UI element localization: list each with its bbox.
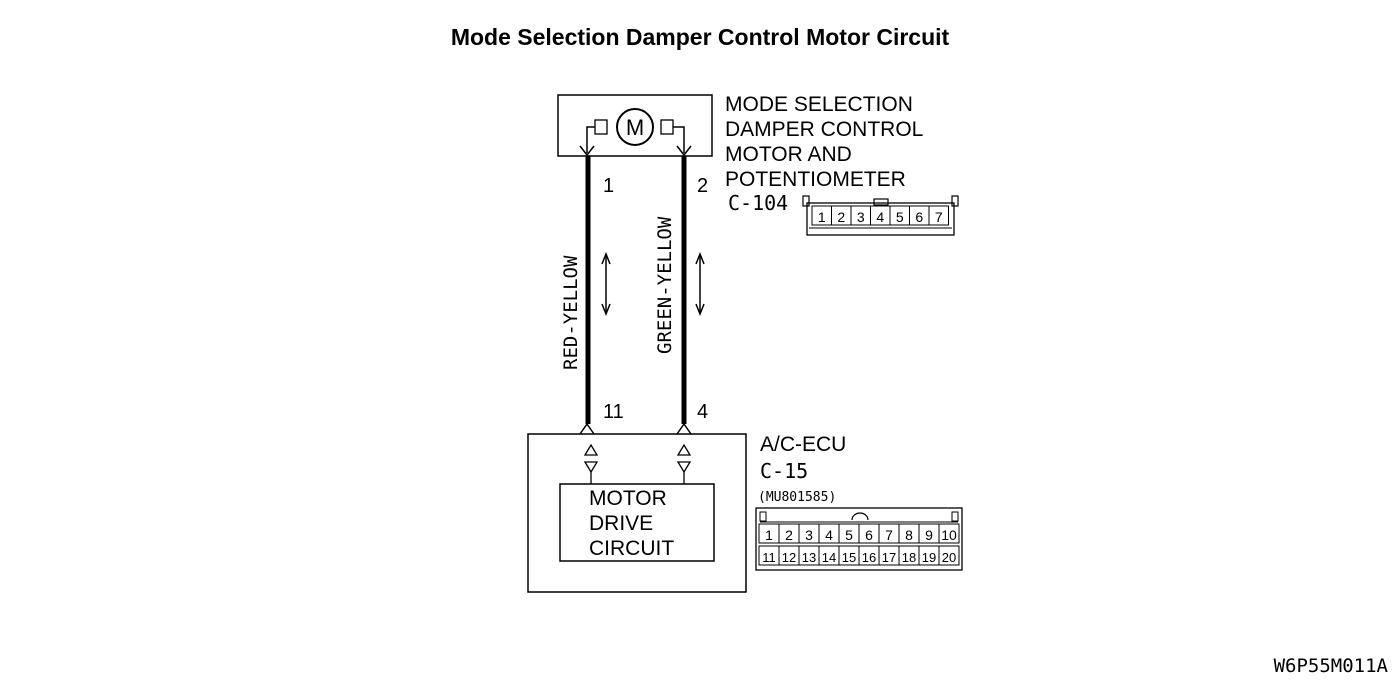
motor-component-box: [557, 94, 713, 157]
connector-pin-number: 7: [885, 527, 893, 543]
connector-pin-number: 2: [785, 527, 793, 543]
connector-pin-number: 1: [818, 209, 826, 225]
motor-drive-circuit-line-3: CIRCUIT: [589, 537, 674, 560]
connector-pin-number: 10: [941, 527, 957, 543]
pin-label-1: 1: [603, 175, 614, 197]
bidirectional-arrow-icon: [695, 251, 705, 317]
connector-pin-number: 9: [925, 527, 933, 543]
connector-pin-number: 20: [942, 550, 956, 565]
connector-pin-number: 15: [842, 550, 856, 565]
wire-color-green-yellow: GREEN-YELLOW: [654, 216, 676, 354]
diagram-title: Mode Selection Damper Control Motor Circ…: [450, 24, 950, 50]
motor-name-line-2: DAMPER CONTROL: [725, 118, 923, 141]
bidirectional-arrow-icon: [601, 251, 611, 317]
pin-label-2: 2: [697, 175, 708, 197]
motor-name-line-4: POTENTIOMETER: [725, 168, 906, 191]
connector-pin-number: 6: [865, 527, 873, 543]
connector-pin-number: 5: [896, 209, 904, 225]
connector-pin-number: 17: [882, 550, 896, 565]
connector-pin-cell: [938, 523, 960, 544]
ecu-box: [527, 433, 747, 593]
motor-symbol-letter: M: [626, 115, 644, 140]
connector-pin-number: 6: [915, 209, 923, 225]
connector-pin-number: 3: [805, 527, 813, 543]
motor-drive-circuit-box: [559, 483, 715, 562]
connector-pin-number: 13: [802, 550, 816, 565]
connector-id-c104: C-104: [728, 191, 788, 215]
motor-name-line-3: MOTOR AND: [725, 143, 852, 166]
connector-pin-cell: [928, 205, 949, 226]
pin-label-11: 11: [603, 401, 624, 423]
ecu-part-number: (MU801585): [758, 490, 836, 505]
ecu-name: A/C-ECU: [760, 433, 846, 456]
connector-id-c15: C-15: [760, 459, 808, 483]
connector-pin-cell: [938, 545, 960, 566]
connector-pin-number: 19: [922, 550, 936, 565]
signal-direction-icon: [583, 443, 692, 484]
pin-label-4: 4: [697, 401, 708, 423]
connector-pin-number: 8: [905, 527, 913, 543]
connector-pin-number: 5: [845, 527, 853, 543]
motor-drive-circuit-line-1: MOTOR: [589, 487, 667, 510]
motor-drive-circuit-line-2: DRIVE: [589, 512, 653, 535]
connector-pin-number: 12: [782, 550, 796, 565]
connector-pin-number: 4: [876, 209, 884, 225]
motor-name-line-1: MODE SELECTION: [725, 93, 913, 116]
connector-pin-number: 2: [837, 209, 845, 225]
connector-pin-number: 1: [765, 527, 773, 543]
connector-pin-number: 16: [862, 550, 876, 565]
connector-pin-number: 14: [822, 550, 836, 565]
wire-color-red-yellow: RED-YELLOW: [560, 255, 582, 370]
connector-pin-number: 3: [857, 209, 865, 225]
connector-pin-number: 7: [935, 209, 943, 225]
drawing-code: W6P55M011A: [1273, 655, 1388, 677]
connector-pin-number: 11: [762, 550, 776, 565]
connector-pin-number: 18: [902, 550, 916, 565]
motor-icon: M: [594, 108, 674, 146]
connector-pin-number: 4: [825, 527, 833, 543]
